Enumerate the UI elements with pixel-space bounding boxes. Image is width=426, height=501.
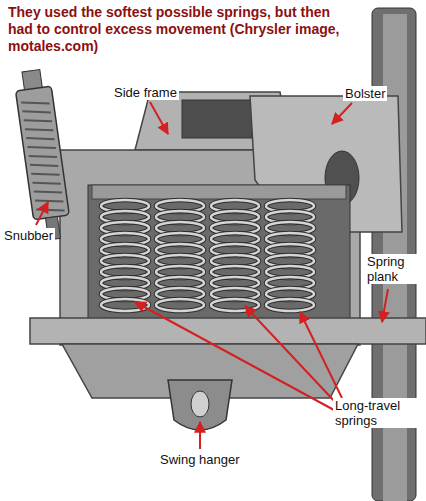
coil-turn [266,299,314,311]
snubber-body [16,86,70,220]
coil-turn [211,299,259,311]
part-label: Bolster [343,86,387,101]
part-label: Spring plank [365,254,423,284]
snubber-coil-turn [31,170,59,179]
snubber-coil-turn [25,125,53,134]
leader-arrow [199,422,201,449]
leader-arrow [245,306,337,404]
snubber-coil-turn [27,143,55,152]
leader-lines [36,102,388,449]
leader-arrow [300,312,342,398]
coil-turn [156,299,204,311]
part-label: Snubber [2,228,55,243]
snubber-coil-turn [30,161,58,170]
snubber-coil-turn [29,152,57,161]
spring-plank [30,318,426,344]
snubber-coil-turn [36,205,64,214]
spring-cap [92,185,346,199]
snubber-coil-turn [32,179,60,188]
coil-turn [156,299,204,311]
coil-turn [211,299,259,311]
side-frame-opening [182,100,252,138]
snubber-coil-turn [21,99,49,108]
snubber-coil-turn [34,188,62,197]
snubber-coil-turn [24,116,52,125]
snubber-coil-turn [26,134,54,143]
snubber-coil-turn [35,197,63,206]
swing-hanger [191,391,209,417]
snubber-coil-turn [22,107,50,116]
leader-arrow [150,102,168,134]
coil-springs [101,200,314,311]
coil-turn [266,299,314,311]
leader-arrow [135,302,334,410]
part-label: Side frame [112,85,179,100]
snubber [13,68,72,241]
title: They used the softest possible springs, … [8,4,343,55]
part-label: Swing hanger [158,452,242,467]
leader-arrow [382,289,388,322]
part-label: Long-travel springs [333,398,423,428]
snubber-coil [21,99,64,215]
leader-arrow [36,202,48,225]
leader-arrow [332,103,352,124]
spring-pocket [88,185,350,320]
